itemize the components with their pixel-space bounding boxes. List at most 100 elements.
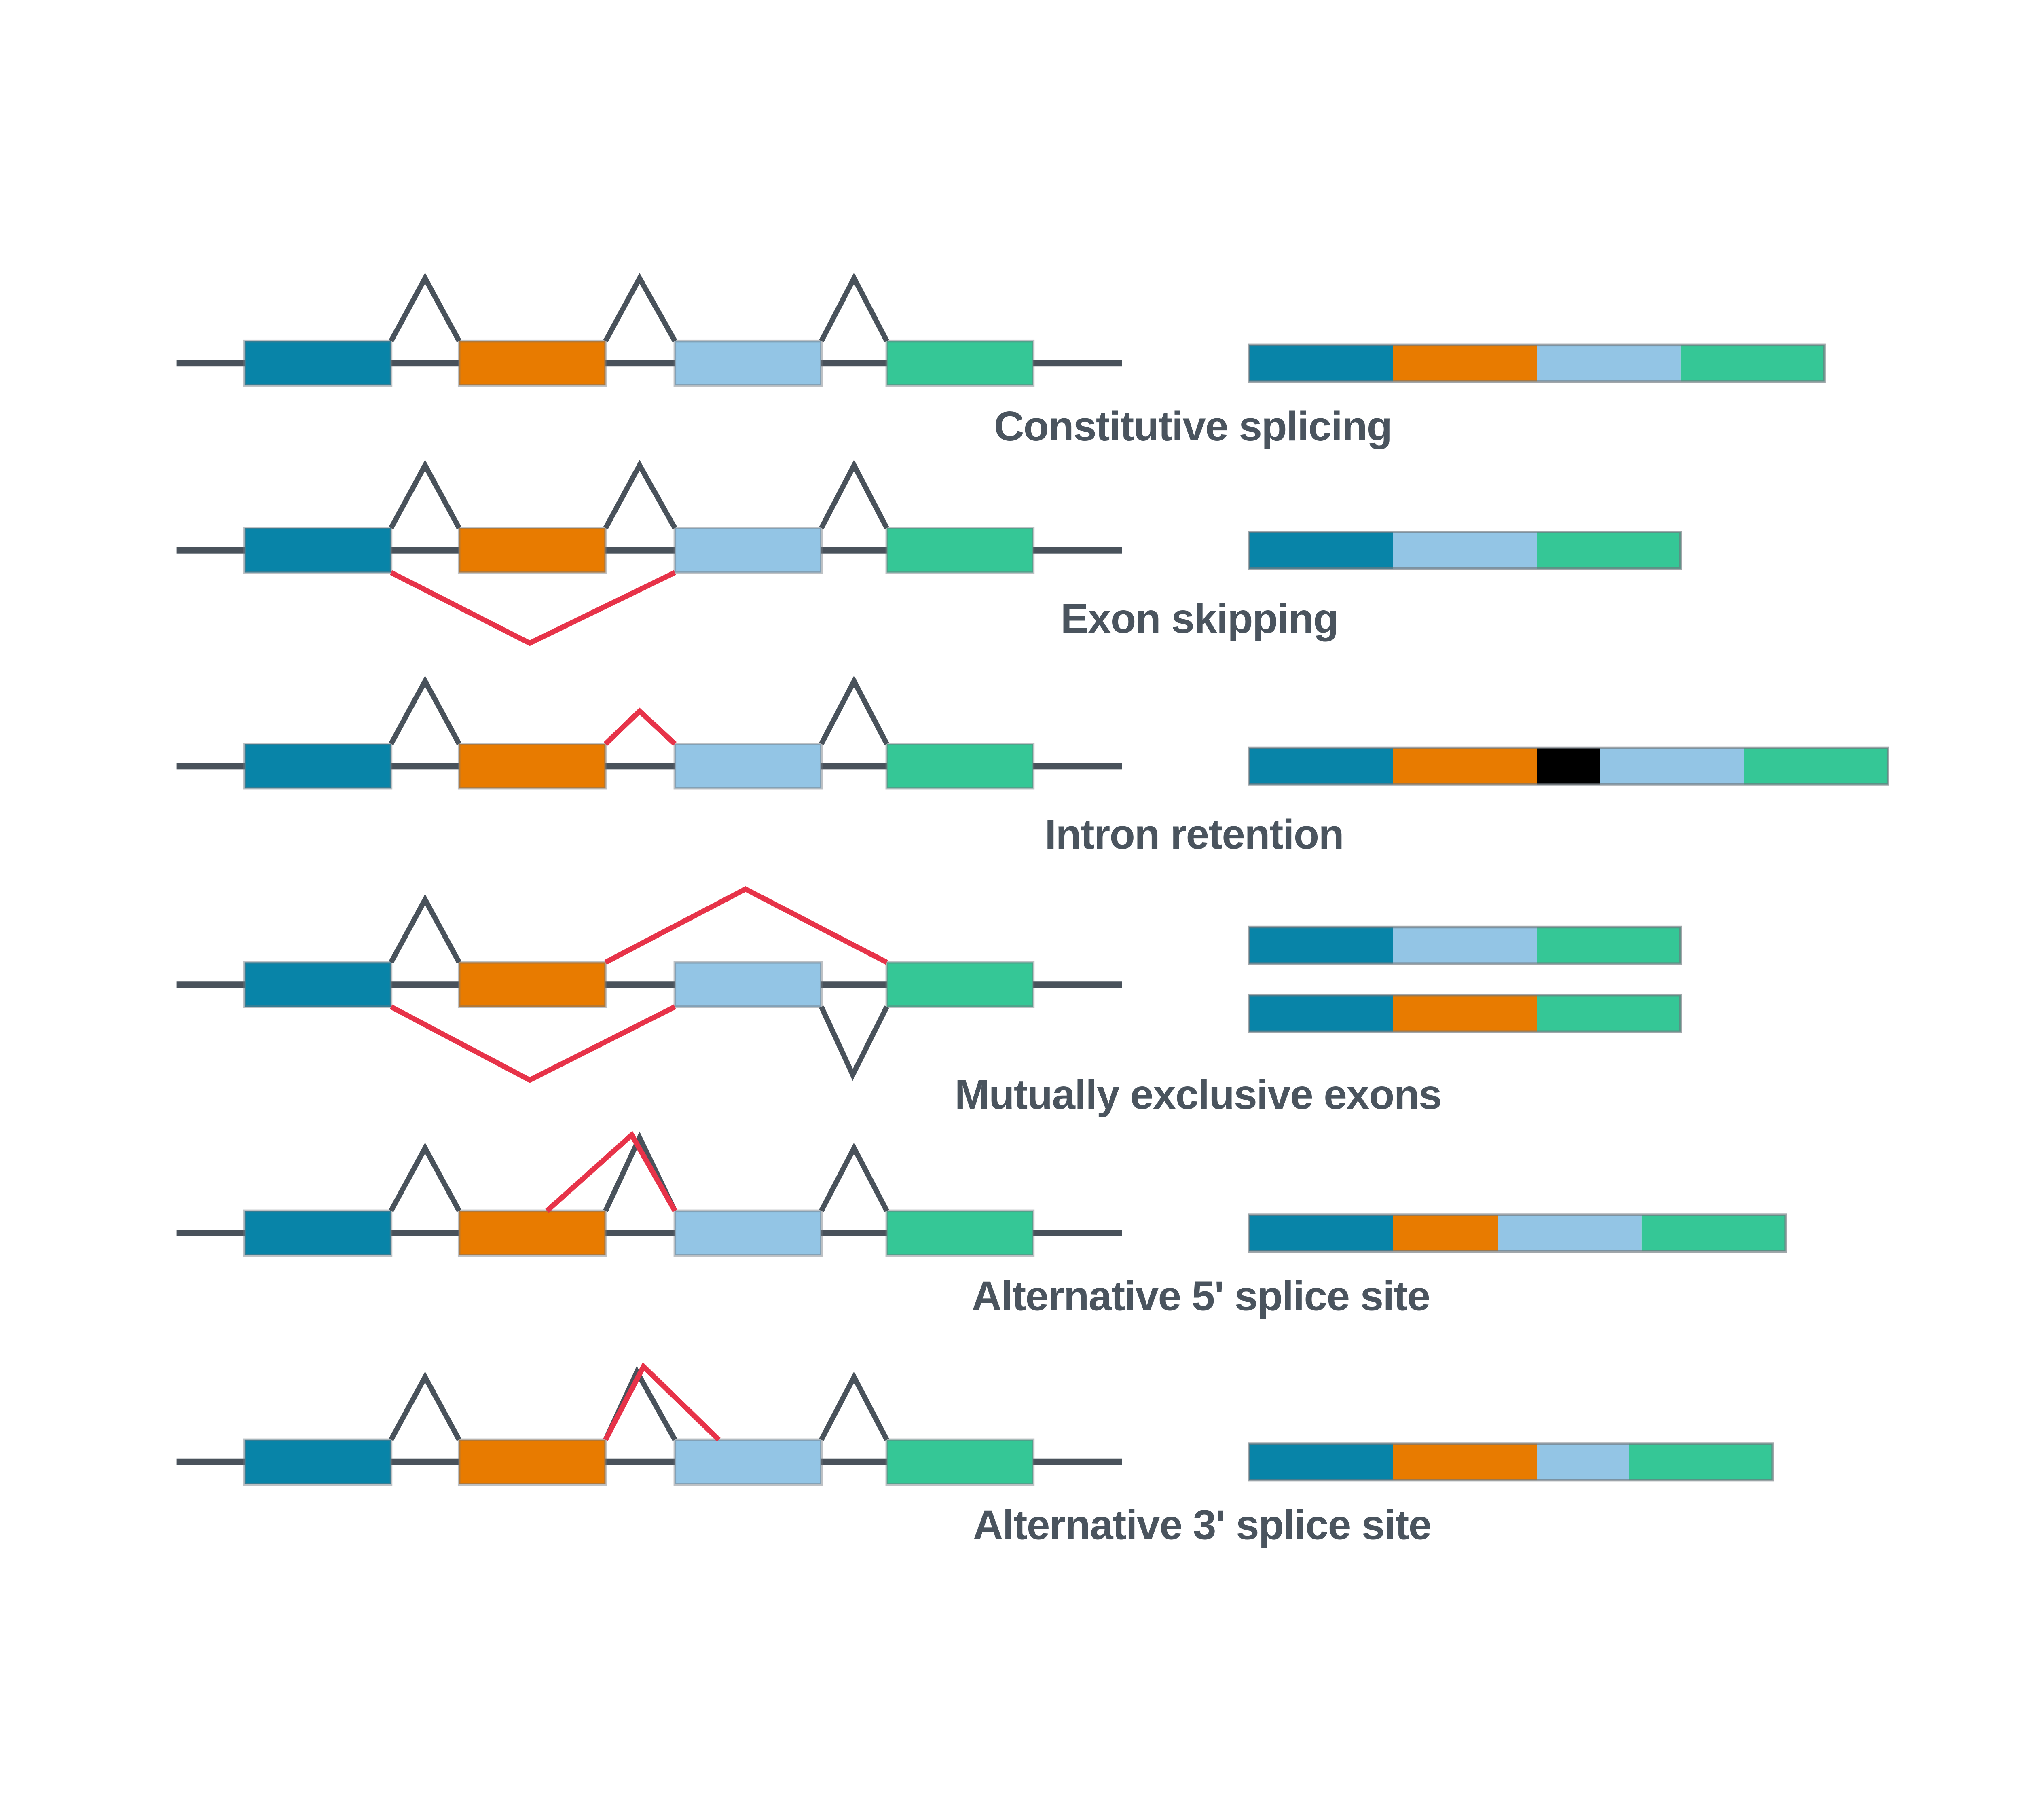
- exon-box-blue: [243, 743, 393, 790]
- splicing-row-1: [176, 272, 1826, 387]
- exon-box-green: [885, 1438, 1035, 1486]
- mrna-segment-lightblue: [1600, 747, 1744, 785]
- splice-mark-dark: [389, 894, 461, 964]
- splice-mark-dark: [819, 459, 889, 529]
- mrna-segment-green: [1537, 927, 1681, 964]
- splice-mark-dark: [389, 1143, 461, 1212]
- exon-box-lightblue: [673, 1438, 823, 1486]
- mrna-product: [1248, 993, 1682, 1033]
- exon-box-lightblue: [673, 339, 823, 387]
- mrna-segment-black: [1537, 747, 1600, 785]
- splice-mark-dark: [819, 675, 889, 745]
- splice-mark-dark: [603, 460, 677, 529]
- premrna-backbone: [176, 981, 1122, 988]
- splicing-row-5: [176, 1131, 1787, 1257]
- mrna-segment-lightblue: [1393, 927, 1537, 964]
- mrna-product: [1248, 343, 1826, 383]
- exon-box-lightblue: [673, 527, 823, 574]
- mrna-segment-blue: [1249, 532, 1393, 569]
- exon-box-blue: [243, 1209, 393, 1257]
- mrna-product-outline: [1248, 993, 1682, 1033]
- splice-mark-dark: [603, 1366, 677, 1441]
- exon-box-orange: [457, 743, 607, 790]
- splice-mark-red: [604, 886, 888, 965]
- splice-mark-dark: [819, 272, 889, 343]
- splice-mark-dark: [389, 675, 461, 745]
- exon-box-green: [885, 743, 1035, 790]
- mrna-product: [1248, 925, 1682, 965]
- mrna-segment-lightblue: [1393, 532, 1537, 569]
- exon-box-blue: [243, 339, 393, 387]
- splice-mark-dark: [389, 1371, 461, 1441]
- exon-box-blue: [243, 961, 393, 1008]
- row-label-mutually-exclusive-exons: Mutually exclusive exons: [955, 1071, 1442, 1118]
- mrna-segment-orange: [1393, 1443, 1537, 1481]
- exon-box-orange: [457, 961, 607, 1008]
- exon-box-orange: [457, 1209, 607, 1257]
- premrna-backbone: [176, 360, 1122, 367]
- exon-box-green: [885, 339, 1035, 387]
- premrna-backbone: [176, 1458, 1122, 1465]
- row-label-alternative-5-splice-site: Alternative 5' splice site: [971, 1272, 1430, 1319]
- mrna-product-outline: [1248, 343, 1826, 383]
- exon-box-green: [885, 527, 1035, 574]
- exon-box-blue: [243, 527, 393, 574]
- exon-box-green: [885, 961, 1035, 1008]
- splice-mark-dark: [819, 1142, 889, 1212]
- splicing-row-6: [176, 1362, 1774, 1486]
- row-label-alternative-3-splice-site: Alternative 3' splice site: [973, 1501, 1431, 1548]
- exon-box-blue: [243, 1438, 393, 1486]
- mrna-segment-lightblue: [1537, 1443, 1629, 1481]
- mrna-product: [1248, 1442, 1774, 1482]
- splice-mark-dark: [389, 273, 461, 343]
- splice-mark-dark: [389, 459, 461, 529]
- mrna-segment-lightblue: [1537, 345, 1681, 382]
- mrna-segment-green: [1537, 532, 1681, 569]
- premrna-backbone: [176, 547, 1122, 554]
- mrna-segment-blue: [1249, 1215, 1393, 1252]
- row-label-intron-retention: Intron retention: [1045, 811, 1343, 857]
- row-label-exon-skipping: Exon skipping: [1061, 595, 1338, 641]
- splice-mark-red: [390, 570, 676, 646]
- exon-box-lightblue: [673, 1209, 823, 1257]
- exon-box-orange: [457, 527, 607, 574]
- splicing-row-4: [176, 886, 1682, 1083]
- mrna-segment-green: [1744, 747, 1888, 785]
- mrna-segment-green: [1537, 995, 1681, 1032]
- mrna-segment-orange: [1393, 747, 1537, 785]
- mrna-product-outline: [1248, 531, 1682, 570]
- exon-box-lightblue: [673, 961, 823, 1008]
- mrna-segment-blue: [1249, 995, 1393, 1032]
- mrna-product-outline: [1248, 746, 1889, 786]
- mrna-product-outline: [1248, 1442, 1774, 1482]
- splice-mark-dark: [603, 273, 677, 343]
- mrna-segment-green: [1629, 1443, 1773, 1481]
- mrna-segment-orange: [1393, 1215, 1498, 1252]
- mrna-segment-blue: [1249, 1443, 1393, 1481]
- mrna-segment-green: [1680, 345, 1825, 382]
- exon-box-orange: [457, 339, 607, 387]
- mrna-product: [1248, 1213, 1787, 1253]
- splice-mark-dark: [819, 1005, 889, 1081]
- splice-mark-red: [603, 1362, 721, 1442]
- splice-mark-red: [603, 707, 677, 746]
- mrna-segment-orange: [1393, 345, 1537, 382]
- diagram-shapes: [176, 272, 1889, 1486]
- mrna-segment-blue: [1249, 927, 1393, 964]
- row-label-constitutive-splicing: Constitutive splicing: [994, 402, 1392, 449]
- mrna-product: [1248, 531, 1682, 570]
- mrna-segment-blue: [1249, 345, 1393, 382]
- mrna-segment-green: [1641, 1215, 1786, 1252]
- splicing-row-2: [176, 459, 1682, 646]
- mrna-segment-lightblue: [1498, 1215, 1642, 1252]
- exon-box-orange: [457, 1438, 607, 1486]
- exon-box-lightblue: [673, 743, 823, 790]
- splice-mark-dark: [819, 1371, 889, 1441]
- premrna-backbone: [176, 1230, 1122, 1236]
- mrna-product-outline: [1248, 1213, 1787, 1253]
- premrna-backbone: [176, 763, 1122, 770]
- mrna-segment-orange: [1393, 995, 1537, 1032]
- mrna-product: [1248, 746, 1889, 786]
